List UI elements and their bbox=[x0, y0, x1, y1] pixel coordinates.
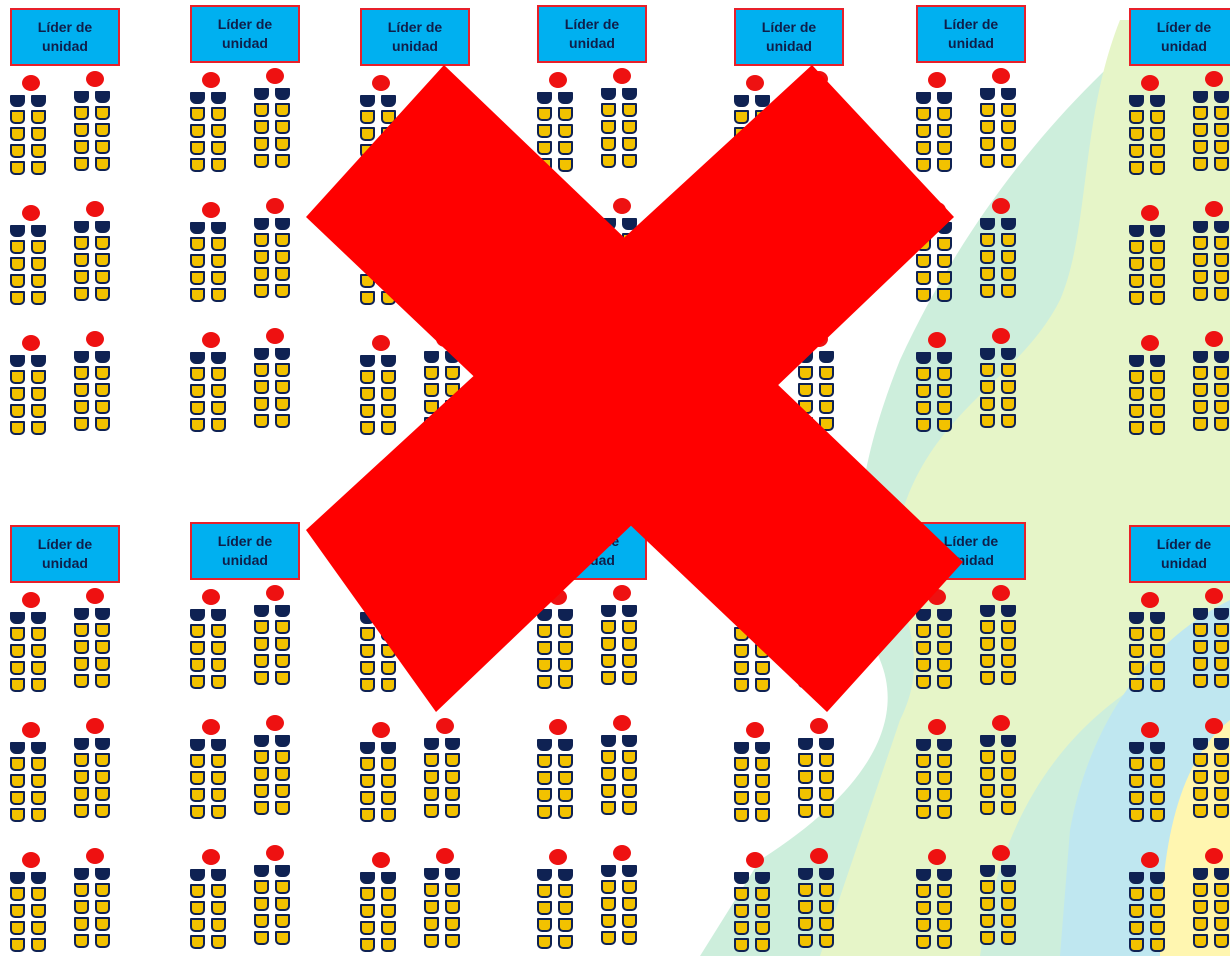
red-x-cross-icon bbox=[0, 0, 1230, 956]
